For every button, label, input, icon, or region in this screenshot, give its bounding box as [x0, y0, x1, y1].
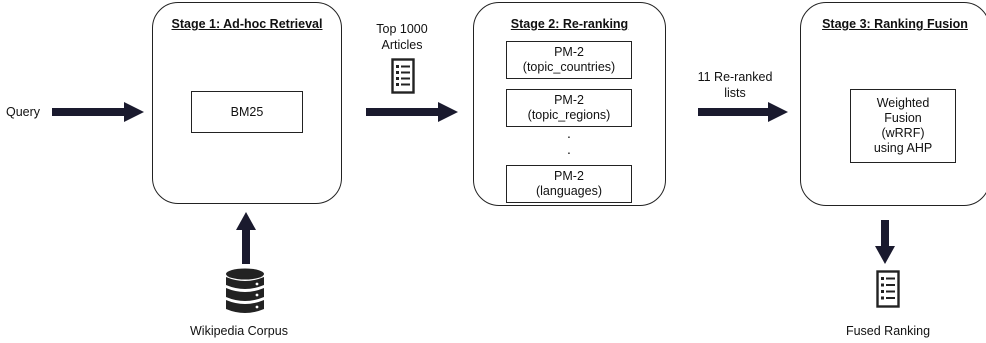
pm2-countries-line2: (topic_countries) — [522, 60, 616, 74]
output-down-arrow — [875, 220, 895, 264]
fusion-line-4: using AHP — [873, 141, 933, 155]
transfer1-arrow — [366, 102, 458, 122]
bm25-label: BM25 — [230, 104, 264, 119]
pm2-languages-line1: PM-2 — [554, 169, 584, 183]
pm2-regions-line1: PM-2 — [554, 93, 584, 107]
pm2-countries-line1: PM-2 — [554, 45, 584, 59]
pm2-languages-line2: (languages) — [535, 184, 602, 198]
pm2-regions-line2: (topic_regions) — [527, 108, 611, 122]
bm25-box: BM25 — [191, 91, 303, 133]
transfer2-line1: 11 Re-ranked — [697, 70, 773, 84]
stage2-title: Stage 2: Re-ranking — [510, 17, 629, 31]
stage3-title: Stage 3: Ranking Fusion — [822, 17, 968, 31]
fusion-line-2: Fusion — [884, 111, 922, 125]
stage1-title: Stage 1: Ad-hoc Retrieval — [171, 17, 323, 31]
output-label: Fused Ranking — [845, 324, 931, 338]
weighted-fusion-box: Weighted Fusion (wRRF) using AHP — [850, 89, 956, 163]
transfer2-line2: lists — [724, 86, 746, 100]
corpus-up-arrow — [236, 212, 256, 264]
pm2-countries-box: PM-2 (topic_countries) — [506, 41, 632, 79]
fusion-line-3: (wRRF) — [881, 126, 925, 140]
ellipsis-dot: . — [567, 141, 571, 157]
database-icon — [226, 268, 264, 313]
stage3-panel: Stage 3: Ranking Fusion Weighted Fusion … — [800, 2, 986, 206]
stage2-panel: Stage 2: Re-ranking PM-2 (topic_countrie… — [473, 2, 666, 206]
document-list-icon — [876, 270, 900, 308]
query-arrow — [52, 102, 144, 122]
query-label: Query — [6, 105, 41, 119]
fusion-line-1: Weighted — [876, 96, 930, 110]
stage1-panel: Stage 1: Ad-hoc Retrieval BM25 — [152, 2, 342, 204]
pm2-languages-box: PM-2 (languages) — [506, 165, 632, 203]
ellipsis-dot: . — [567, 125, 571, 141]
transfer1-line2: Articles — [381, 38, 423, 52]
corpus-label: Wikipedia Corpus — [190, 324, 288, 338]
transfer2-arrow — [698, 102, 788, 122]
transfer1-line1: Top 1000 — [376, 22, 428, 36]
ellipsis-dots: . . . — [559, 125, 579, 172]
pm2-regions-box: PM-2 (topic_regions) — [506, 89, 632, 127]
document-list-icon — [391, 58, 415, 94]
